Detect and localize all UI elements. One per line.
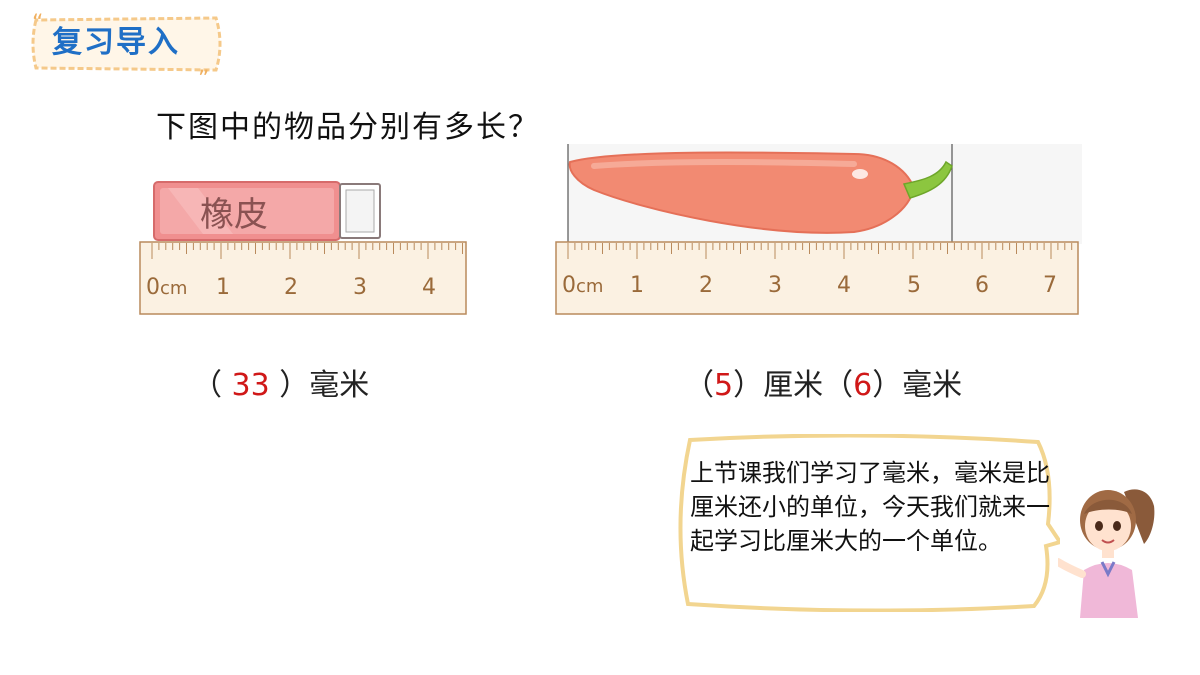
quote-close-icon: ” (198, 67, 209, 76)
ruler-right-label-7: 7 (1043, 273, 1057, 298)
ruler-right: 0cm 1 2 3 4 5 6 7 (555, 241, 1079, 315)
answer-pepper-mid: ）厘米（ (733, 368, 854, 403)
section-badge: “ ” (31, 12, 222, 76)
answer-eraser: （ 33 ）毫米 (192, 368, 369, 404)
ruler-right-ticks (567, 243, 1073, 259)
ruler-right-label-0: 0cm (562, 273, 603, 298)
answer-pepper-mm: 6 (853, 368, 873, 403)
speech-text: 上节课我们学习了毫米，毫米是比厘米还小的单位，今天我们就来一起学习比厘米大的一个… (690, 459, 1050, 555)
ruler-left-ticks (151, 243, 463, 259)
teacher-avatar (1058, 489, 1155, 618)
answer-eraser-open: （ (192, 368, 222, 403)
speech-bubble (678, 434, 1060, 612)
ruler-right-label-2: 2 (699, 273, 713, 298)
question-text: 下图中的物品分别有多长？ (156, 110, 540, 145)
eraser-label: 橡皮 (200, 195, 268, 235)
pepper-ruler-figure: 0cm 1 2 3 4 5 6 7 (555, 144, 1082, 315)
answer-pepper-close: ）毫米 (872, 368, 963, 403)
ruler-right-label-6: 6 (975, 273, 989, 298)
eraser-ruler-figure: 橡皮 0cm 1 2 3 4 (139, 181, 467, 315)
ruler-left: 0cm 1 2 3 4 (139, 241, 467, 315)
ruler-left-label-2: 2 (284, 275, 298, 300)
ruler-right-label-1: 1 (630, 273, 644, 298)
ruler-right-label-3: 3 (768, 273, 782, 298)
section-title: 复习导入 (52, 25, 180, 60)
answer-pepper-open: （ (684, 368, 714, 403)
answer-pepper-cm: 5 (714, 368, 734, 403)
ruler-right-label-4: 4 (837, 273, 851, 298)
quote-open-icon: “ (32, 12, 43, 36)
ruler-left-label-1: 1 (216, 275, 230, 300)
ruler-left-label-4: 4 (422, 275, 436, 300)
answer-eraser-close: ）毫米 (279, 368, 370, 403)
ruler-left-label-0: 0cm (146, 275, 187, 300)
answer-pepper: （5）厘米（6）毫米 (684, 368, 962, 404)
answer-eraser-value: 33 (231, 368, 270, 403)
ruler-left-label-3: 3 (353, 275, 367, 300)
eraser: 橡皮 (153, 181, 381, 241)
pepper (568, 151, 953, 234)
ruler-right-label-5: 5 (907, 273, 921, 298)
